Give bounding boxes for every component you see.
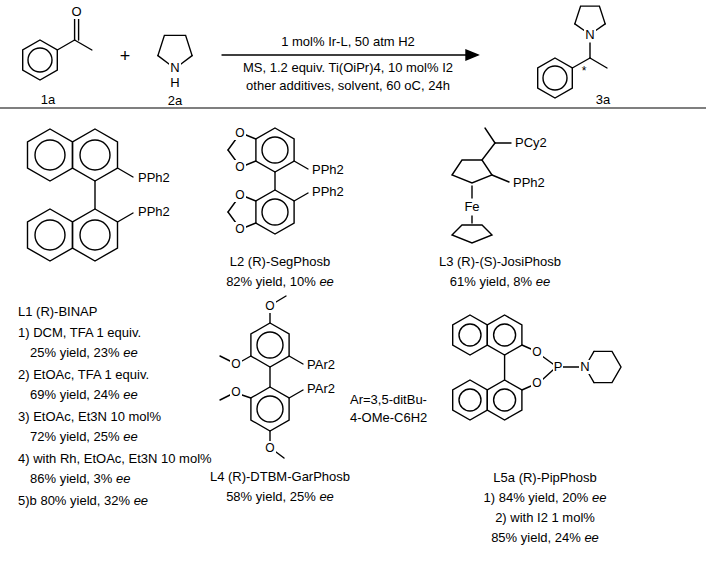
atom-label: O [531, 376, 542, 390]
atom-label: PAr2 [306, 358, 336, 372]
atom-label: O [531, 345, 542, 359]
substituent-note: 4-OMe-C6H2 [350, 410, 427, 426]
atom-label: Fe [463, 200, 480, 214]
ligand-name: L2 (R)-SegPhosb [230, 254, 330, 270]
result-text: 5)b 80% yield, 32% ee [18, 493, 148, 509]
plus-sign: + [120, 48, 131, 64]
result-text: 3) EtOAc, Et3N 10 mol% [18, 409, 161, 425]
atom-label: PPh2 [311, 163, 345, 177]
result-text: 2) with I2 1 mol% [495, 510, 595, 526]
ligand-name: L5a (R)-PipPhosb [493, 470, 596, 486]
atom-label: PPh2 [512, 176, 546, 190]
compound-number: 3a [596, 92, 610, 108]
condition-text: MS, 1.2 equiv. Ti(OiPr)4, 10 mol% I2 [243, 60, 453, 76]
result-text: 1) 84% yield, 20% ee [484, 490, 607, 506]
atom-label: O [230, 357, 241, 371]
result-text: 25% yield, 23% ee [30, 345, 138, 361]
substituent-note: Ar=3,5-ditBu- [350, 392, 427, 408]
atom-label: PPh2 [137, 205, 171, 219]
result-text: 86% yield, 3% ee [30, 471, 130, 487]
atom-label: O [264, 299, 275, 313]
result-text: 58% yield, 25% ee [226, 489, 334, 505]
atom-label: O [264, 441, 275, 455]
atom-label: N [169, 61, 180, 75]
atom-label: P [553, 360, 564, 374]
result-text: 61% yield, 8% ee [450, 274, 550, 290]
compound-number: 1a [41, 92, 55, 108]
stereo-mark: * [581, 64, 588, 78]
atom-label: H [169, 76, 180, 90]
result-text: 72% yield, 25% ee [30, 429, 138, 445]
atom-label: O [234, 188, 245, 202]
result-text: 2) EtOAc, TFA 1 equiv. [18, 367, 149, 383]
atom-label: PAr2 [306, 382, 336, 396]
result-text: 1) DCM, TFA 1 equiv. [18, 325, 141, 341]
atom-label: O [234, 222, 245, 236]
atom-label: N [584, 28, 595, 42]
condition-text: 1 mol% Ir-L, 50 atm H2 [281, 34, 415, 50]
result-text: 82% yield, 10% ee [226, 274, 334, 290]
atom-label: O [234, 160, 245, 174]
result-text: 85% yield, 24% ee [491, 530, 599, 546]
ligand-name: L3 (R)-(S)-JosiPhosb [439, 254, 561, 270]
ligand-name: L4 (R)-DTBM-GarPhosb [210, 469, 350, 485]
result-text: 4) with Rh, EtOAc, Et3N 10 mol% [18, 451, 212, 467]
ligand-name: L1 (R)-BINAP [18, 304, 97, 320]
atom-label: PPh2 [311, 185, 345, 199]
atom-label: N [579, 360, 590, 374]
atom-label: O [71, 5, 83, 19]
condition-text: other additives, solvent, 60 oC, 24h [246, 78, 450, 94]
atom-label: O [230, 385, 241, 399]
atom-label: PCy2 [514, 136, 548, 150]
atom-label: PPh2 [137, 171, 171, 185]
compound-number: 2a [168, 93, 182, 109]
atom-label: O [234, 126, 245, 140]
result-text: 69% yield, 24% ee [30, 387, 138, 403]
